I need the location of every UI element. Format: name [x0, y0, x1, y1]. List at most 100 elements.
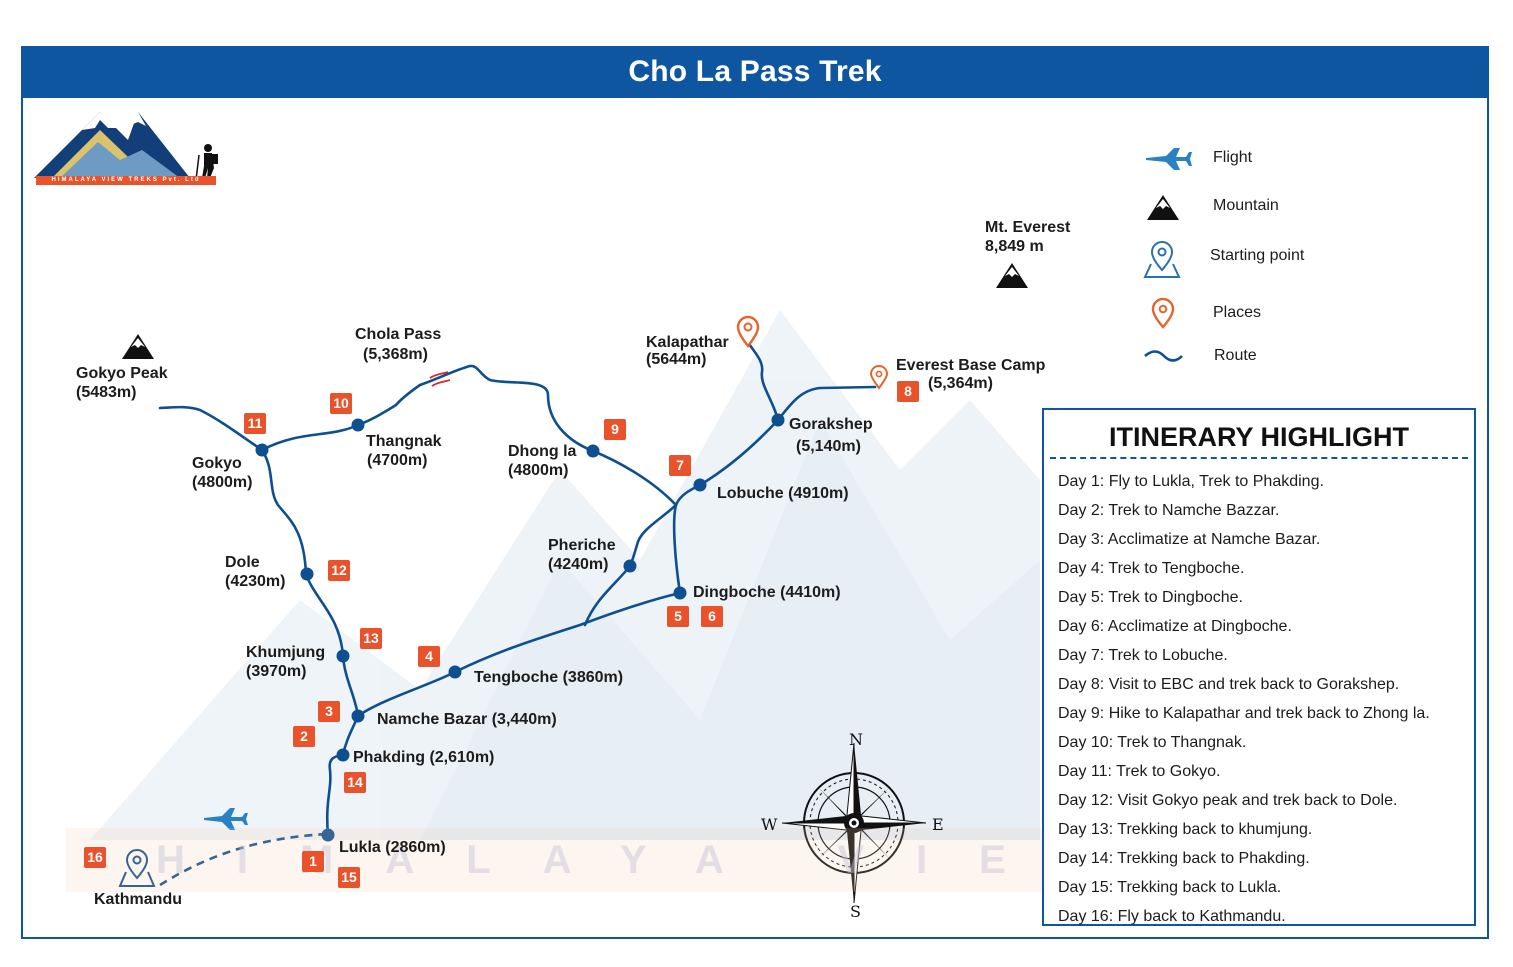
gokyo-height: (4800m) [192, 474, 253, 491]
gorakshep-height: (5,140m) [796, 438, 861, 455]
day-badge: 14 [344, 772, 366, 793]
title-bar: Cho La Pass Trek [21, 46, 1489, 98]
node-dhong-la [586, 444, 600, 458]
itinerary-item: Day 1: Fly to Lukla, Trek to Phakding. [1058, 473, 1324, 490]
legend-mountain-label: Mountain [1213, 197, 1279, 214]
itinerary-item: Day 12: Visit Gokyo peak and trek back t… [1058, 792, 1398, 809]
mountain-icon [996, 263, 1028, 288]
itinerary-item: Day 11: Trek to Gokyo. [1058, 763, 1221, 780]
legend-places-label: Places [1213, 304, 1262, 321]
kalapathar-height: (5644m) [646, 351, 707, 368]
thangnak-height: (4700m) [367, 452, 428, 469]
day-badge: 6 [701, 606, 723, 627]
itinerary-item: Day 7: Trek to Lobuche. [1058, 647, 1228, 664]
lobuche-label: Lobuche (4910m) [717, 485, 849, 502]
pass-marker-icon [429, 371, 451, 387]
phakding-label: Phakding (2,610m) [353, 749, 495, 766]
flight-icon [1146, 148, 1192, 170]
route-icon [1144, 350, 1183, 362]
itinerary-item: Day 9: Hike to Kalapathar and trek back … [1058, 705, 1430, 722]
gokyo-name: Gokyo [192, 455, 242, 472]
kalapathar-name: Kalapathar [646, 334, 729, 351]
gokyo-peak-height: (5483m) [76, 384, 137, 401]
node-dole [300, 567, 314, 581]
logo-text: HIMALAYA VIEW TREKS Pvt. Ltd [36, 176, 216, 185]
itinerary-item: Day 5: Trek to Dingboche. [1058, 589, 1243, 606]
thangnak-name: Thangnak [366, 433, 442, 450]
everest-name: Mt. Everest [985, 219, 1071, 236]
day-badge: 9 [604, 419, 626, 440]
itinerary-divider [1050, 457, 1468, 459]
day-badge: 8 [897, 381, 919, 402]
node-khumjung [336, 649, 350, 663]
node-lukla [321, 828, 335, 842]
company-logo [34, 112, 218, 181]
day-badge: 5 [667, 606, 689, 627]
place-pin-icon [1151, 297, 1175, 329]
pheriche-height: (4240m) [548, 556, 609, 573]
dhong-la-height: (4800m) [508, 462, 569, 479]
node-pheriche [623, 559, 637, 573]
compass-north: N [849, 730, 863, 749]
ebc-name: Everest Base Camp [896, 357, 1046, 374]
itinerary-item: Day 6: Acclimatize at Dingboche. [1058, 618, 1292, 635]
itinerary-item: Day 14: Trekking back to Phakding. [1058, 850, 1310, 867]
node-dingboche [673, 586, 687, 600]
legend-flight-label: Flight [1213, 149, 1253, 166]
ebc-height: (5,364m) [928, 375, 993, 392]
flight-icon [204, 808, 248, 830]
route-nodes [255, 413, 785, 842]
day-badge: 16 [84, 847, 106, 868]
day-badge: 7 [669, 455, 691, 476]
chola-pass-name: Chola Pass [355, 326, 442, 343]
node-namche [351, 709, 365, 723]
compass-west: W [761, 815, 778, 834]
chola-pass-height: (5,368m) [363, 346, 428, 363]
day-badge: 1 [302, 851, 324, 872]
khumjung-height: (3970m) [246, 663, 307, 680]
itinerary-item: Day 10: Trek to Thangnak. [1058, 734, 1247, 751]
dhong-la-name: Dhong la [508, 443, 577, 460]
day-badge: 2 [293, 726, 315, 747]
legend-route-label: Route [1214, 347, 1257, 364]
place-pin-icon [869, 365, 889, 390]
itinerary-item: Day 3: Acclimatize at Namche Bazar. [1058, 531, 1321, 548]
khumjung-name: Khumjung [246, 644, 326, 661]
compass-south: S [850, 902, 861, 921]
itinerary-list: Day 1: Fly to Lukla, Trek to Phakding. D… [1044, 467, 1474, 931]
node-tengboche [448, 665, 462, 679]
compass-rose [781, 742, 927, 904]
node-gorakshep [771, 413, 785, 427]
lukla-label: Lukla (2860m) [339, 839, 446, 856]
starting-point-icon [118, 849, 156, 887]
day-badge: 13 [360, 628, 382, 649]
day-badge: 12 [328, 560, 350, 581]
place-pin-icon [736, 315, 760, 348]
pheriche-name: Pheriche [548, 537, 616, 554]
dole-height: (4230m) [225, 573, 286, 590]
everest-height: 8,849 m [985, 238, 1044, 255]
compass-east: E [932, 815, 944, 834]
itinerary-item: Day 16: Fly back to Kathmandu. [1058, 908, 1286, 925]
mountain-icon [1147, 195, 1179, 220]
itinerary-item: Day 2: Trek to Namche Bazzar. [1058, 502, 1280, 519]
itinerary-item: Day 4: Trek to Tengboche. [1058, 560, 1245, 577]
namche-label: Namche Bazar (3,440m) [377, 711, 557, 728]
day-badge: 11 [244, 413, 266, 434]
itinerary-panel: ITINERARY HIGHLIGHT Day 1: Fly to Lukla,… [1042, 408, 1476, 926]
node-thangnak [351, 418, 365, 432]
kathmandu-label: Kathmandu [94, 891, 182, 908]
dingboche-label: Dingboche (4410m) [693, 584, 841, 601]
day-badge: 4 [418, 646, 440, 667]
tengboche-label: Tengboche (3860m) [474, 669, 624, 686]
itinerary-item: Day 15: Trekking back to Lukla. [1058, 879, 1282, 896]
itinerary-item: Day 13: Trekking back to khumjung. [1058, 821, 1313, 838]
starting-point-icon [1143, 241, 1181, 278]
dole-name: Dole [225, 554, 260, 571]
node-lobuche [693, 478, 707, 492]
gorakshep-name: Gorakshep [789, 416, 873, 433]
day-badge: 10 [330, 393, 352, 414]
legend-starting-point-label: Starting point [1210, 247, 1305, 264]
node-phakding [336, 748, 350, 762]
page-title: Cho La Pass Trek [628, 55, 882, 88]
